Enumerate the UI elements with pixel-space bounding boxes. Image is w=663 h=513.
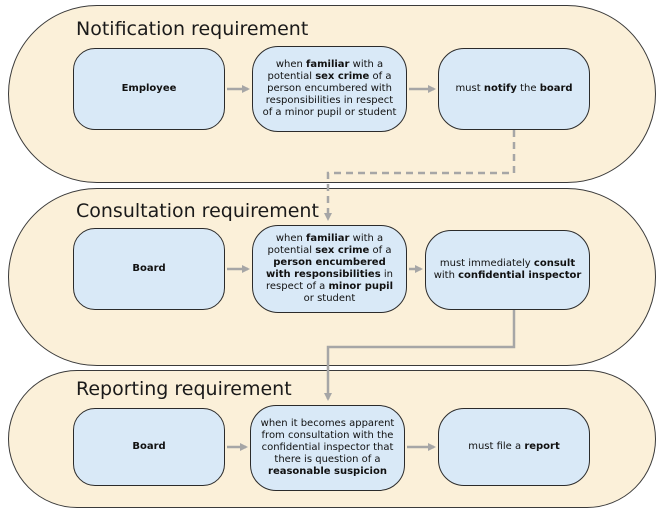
condition-box: when familiar with a potential sex crime… [252,46,407,132]
text-run: when [275,233,306,244]
lane-title: Reporting requirement [76,378,292,400]
actor-label: Board [132,263,166,274]
text-run: must immediately [439,258,534,269]
condition-text: when it becomes apparent from consultati… [258,418,397,478]
emphasis-text: minor pupil [328,281,394,292]
text-run: of a person encumbered with responsibili… [262,71,397,118]
text-run: or student [303,293,356,304]
emphasis-text: sex crime [315,71,370,82]
outcome-box: must notify the board [438,48,590,130]
actor-box: Board [73,228,225,310]
text-run: with [433,270,459,281]
emphasis-text: familiar [306,233,350,244]
emphasis-text: consult [533,258,576,269]
text-run: must file a [468,441,525,452]
outcome-text: must file a report [468,441,560,453]
text-run: when it becomes apparent from consultati… [260,418,395,465]
condition-box: when familiar with a potential sex crime… [252,225,407,313]
outcome-box: must file a report [438,408,590,486]
text-run: in respect of a [265,269,393,292]
emphasis-text: sex crime [315,245,370,256]
actor-label: Employee [121,83,177,94]
emphasis-text: confidential inspector [458,270,582,281]
text-run: when [275,59,306,70]
text-run: must [455,83,484,94]
emphasis-text: notify [483,83,517,94]
emphasis-text: board [539,83,573,94]
condition-text: when familiar with a potential sex crime… [260,59,399,119]
text-run: of a [369,245,392,256]
outcome-text: must immediately consult with confidenti… [433,258,582,282]
outcome-text: must notify the board [455,83,572,95]
text-run: with a potential [267,233,384,256]
emphasis-text: familiar [306,59,350,70]
actor-box: Employee [73,48,225,130]
actor-box: Board [73,408,225,486]
emphasis-text: person encumbered with responsibilities [266,257,386,280]
outcome-box: must immediately consult with confidenti… [425,230,590,310]
text-run: with a potential [267,59,384,82]
condition-box: when it becomes apparent from consultati… [250,405,405,491]
condition-text: when familiar with a potential sex crime… [260,233,399,305]
text-run: the [516,83,540,94]
emphasis-text: report [524,441,560,452]
emphasis-text: reasonable suspicion [268,466,387,477]
actor-label: Board [132,441,166,452]
lane-title: Consultation requirement [76,200,319,222]
lane-title: Notification requirement [76,18,309,40]
